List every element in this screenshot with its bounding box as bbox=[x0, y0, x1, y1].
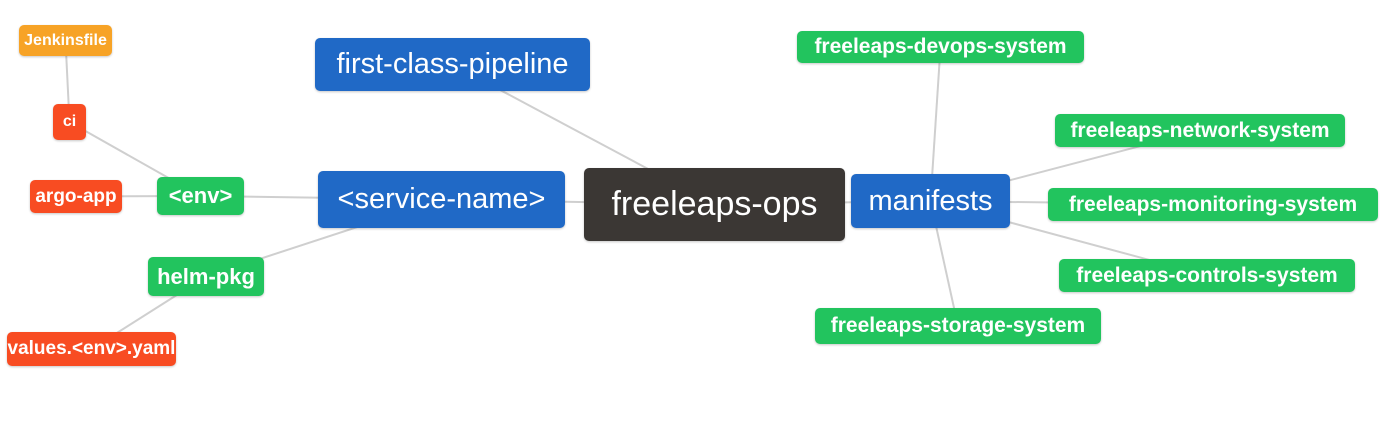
node-monitoring-system[interactable]: freeleaps-monitoring-system bbox=[1048, 188, 1378, 221]
node-manifests[interactable]: manifests bbox=[851, 174, 1010, 228]
node-label: manifests bbox=[868, 184, 993, 217]
node-label: Jenkinsfile bbox=[24, 31, 107, 49]
node-env[interactable]: <env> bbox=[157, 177, 244, 215]
node-label: ci bbox=[62, 113, 77, 130]
node-storage-system[interactable]: freeleaps-storage-system bbox=[815, 308, 1101, 344]
node-label: values.<env>.yaml bbox=[7, 338, 176, 359]
node-label: <service-name> bbox=[337, 183, 546, 215]
node-argo-app[interactable]: argo-app bbox=[30, 180, 122, 213]
node-values-env-yaml[interactable]: values.<env>.yaml bbox=[7, 332, 176, 366]
node-devops-system[interactable]: freeleaps-devops-system bbox=[797, 31, 1084, 63]
node-label: freeleaps-ops bbox=[611, 185, 818, 223]
node-label: freeleaps-monitoring-system bbox=[1068, 192, 1358, 216]
node-first-class-pipeline[interactable]: first-class-pipeline bbox=[315, 38, 590, 91]
node-label: argo-app bbox=[35, 185, 117, 207]
node-network-system[interactable]: freeleaps-network-system bbox=[1055, 114, 1345, 147]
node-jenkinsfile[interactable]: Jenkinsfile bbox=[19, 25, 112, 56]
node-ci[interactable]: ci bbox=[53, 104, 86, 140]
node-label: freeleaps-controls-system bbox=[1076, 263, 1338, 287]
node-helm-pkg[interactable]: helm-pkg bbox=[148, 257, 264, 296]
node-label: <env> bbox=[168, 183, 233, 208]
node-label: helm-pkg bbox=[157, 263, 255, 289]
node-freeleaps-ops[interactable]: freeleaps-ops bbox=[584, 168, 845, 241]
node-service-name[interactable]: <service-name> bbox=[318, 171, 565, 228]
node-label: freeleaps-storage-system bbox=[830, 314, 1086, 337]
node-label: freeleaps-devops-system bbox=[814, 35, 1067, 58]
node-label: freeleaps-network-system bbox=[1070, 118, 1330, 142]
node-label: first-class-pipeline bbox=[336, 48, 569, 80]
node-controls-system[interactable]: freeleaps-controls-system bbox=[1059, 259, 1355, 292]
